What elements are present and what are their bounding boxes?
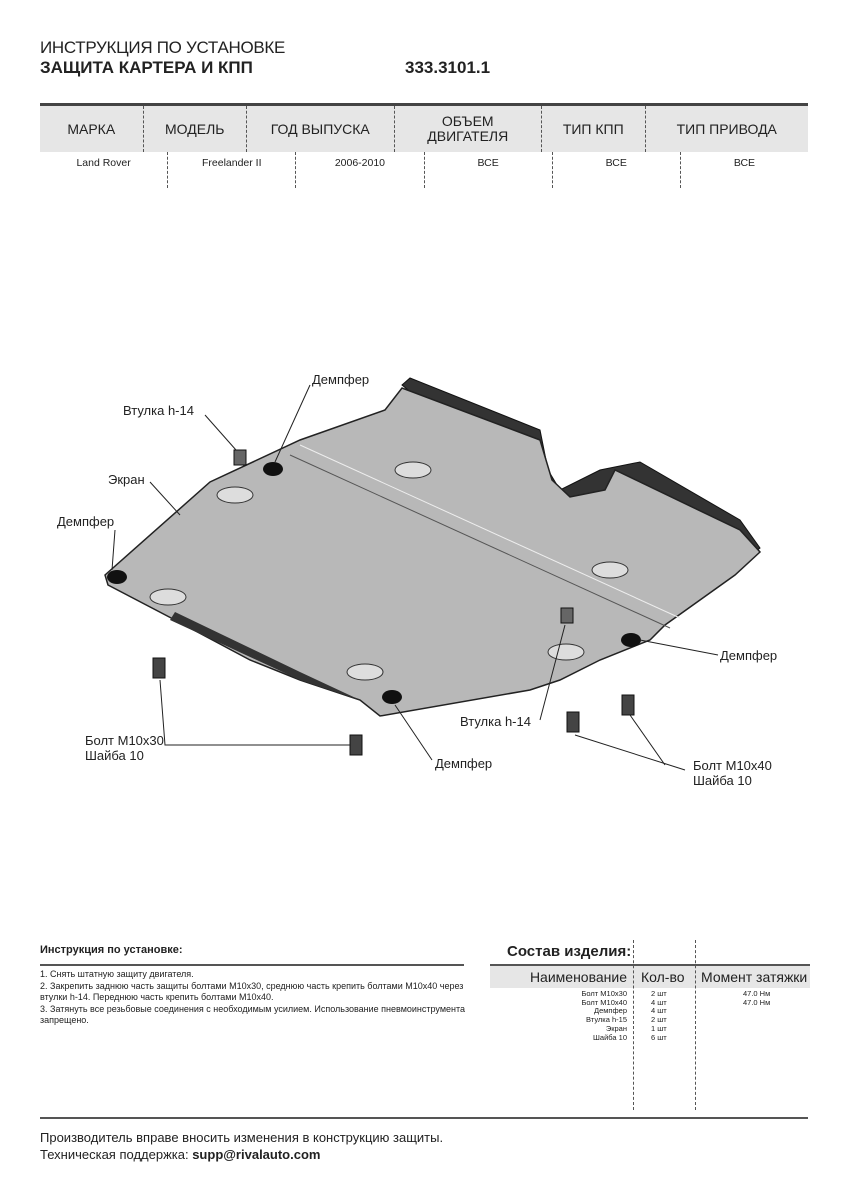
label-damper-bottom: Демпфер — [435, 756, 493, 771]
item-qty: 2 шт — [651, 1015, 667, 1025]
label-bushing-left: Втулка h-14 — [123, 403, 194, 418]
item-torque: 47.0 Нм — [743, 997, 771, 1007]
composition-header-bg — [490, 966, 810, 988]
bushing-icons — [233, 449, 574, 624]
item-name: Шайба 10 — [593, 1032, 627, 1042]
item-qty: 2 шт — [651, 989, 667, 998]
doc-subtitle: ИНСТРУКЦИЯ ПО УСТАНОВКЕ — [40, 38, 286, 57]
bend-line — [299, 444, 681, 619]
item-name: Болт М10х30 — [581, 989, 627, 998]
label-bushing-right: Втулка h-14 — [460, 714, 531, 729]
spec-value: Freelander II — [168, 152, 297, 188]
instructions-steps: 1. Снять штатную защиту двигателя. 2. За… — [40, 969, 470, 1027]
item-torque: 47.0 Нм — [743, 989, 771, 998]
col-header: ГОД ВЫПУСКА — [247, 106, 395, 152]
bolt-icons — [152, 657, 635, 756]
spec-value: ВСЕ — [733, 157, 756, 169]
label-damper-top: Демпфер — [312, 372, 370, 387]
col-header: МАРКА — [40, 106, 144, 152]
col-header-name: Наименование — [529, 969, 627, 985]
bend-line — [289, 454, 671, 629]
item-name: Втулка h-15 — [586, 1015, 627, 1025]
column-divider — [633, 940, 634, 1110]
col-header: ОБЪЕМ ДВИГАТЕЛЯ — [395, 106, 542, 152]
item-name: Болт М10х40 — [581, 997, 627, 1007]
divider — [40, 964, 464, 966]
item-qty: 4 шт — [651, 1006, 667, 1016]
plate-edge — [170, 612, 360, 700]
label-screen: Экран — [108, 472, 145, 487]
spec-value: ВСЕ — [425, 152, 553, 188]
item-qty: 1 шт — [651, 1023, 667, 1033]
item-qty: 6 шт — [651, 1032, 667, 1042]
col-header: МОДЕЛЬ — [144, 106, 247, 152]
label-bolt-m10x40: Болт М10х40 — [693, 758, 772, 773]
item-name: Демпфер — [594, 1006, 627, 1016]
col-header-qty: Кол-во — [641, 969, 685, 985]
damper-icons — [107, 462, 641, 704]
step: 2. Закрепить заднюю часть защиты болтами… — [40, 980, 464, 1003]
item-name: Экран — [605, 1023, 627, 1033]
col-header: ТИП ПРИВОДА — [676, 120, 777, 137]
divider — [490, 964, 810, 966]
spec-value: ВСЕ — [553, 152, 681, 188]
support-email[interactable]: supp@rivalauto.com — [192, 1147, 321, 1162]
composition-title: Состав изделия: — [507, 943, 632, 960]
leader-lines — [111, 384, 719, 771]
composition-names: Болт М10х30 Болт М10х40 Демпфер Втулка h… — [581, 989, 627, 1042]
composition-qty: 2 шт 4 шт 4 шт 2 шт 1 шт 6 шт — [651, 989, 667, 1042]
label-bolt-m10x30: Болт М10х30 — [85, 733, 164, 748]
footer-support: Техническая поддержка: supp@rivalauto.co… — [40, 1147, 320, 1162]
footer-note: Производитель вправе вносить изменения в… — [40, 1130, 444, 1145]
item-qty: 4 шт — [651, 997, 667, 1007]
composition-torque: 47.0 Нм 47.0 Нм — [743, 989, 771, 1007]
doc-title: ЗАЩИТА КАРТЕРА И КПП — [40, 58, 253, 77]
support-label: Техническая поддержка: — [40, 1147, 193, 1162]
part-code: 333.3101.1 — [405, 58, 491, 77]
spec-value: Land Rover — [40, 152, 169, 188]
label-damper-right: Демпфер — [720, 648, 778, 663]
step: 1. Снять штатную защиту двигателя. — [40, 969, 194, 979]
step: 3. Затянуть все резьбовые соединения с н… — [40, 1003, 466, 1026]
label-washer-left: Шайба 10 — [85, 748, 144, 763]
skid-plate — [104, 387, 762, 717]
spec-table: МАРКА МОДЕЛЬ ГОД ВЫПУСКА ОБЪЕМ ДВИГАТЕЛЯ… — [40, 103, 808, 188]
col-header: ТИП КПП — [542, 106, 646, 152]
label-damper-left: Демпфер — [57, 514, 115, 529]
column-divider — [695, 940, 696, 1110]
divider — [40, 1117, 808, 1119]
spec-value: 2006-2010 — [296, 152, 425, 188]
label-washer-right: Шайба 10 — [693, 773, 752, 788]
col-header-torque: Момент затяжки — [701, 969, 808, 985]
instructions-title: Инструкция по установке: — [40, 944, 183, 956]
